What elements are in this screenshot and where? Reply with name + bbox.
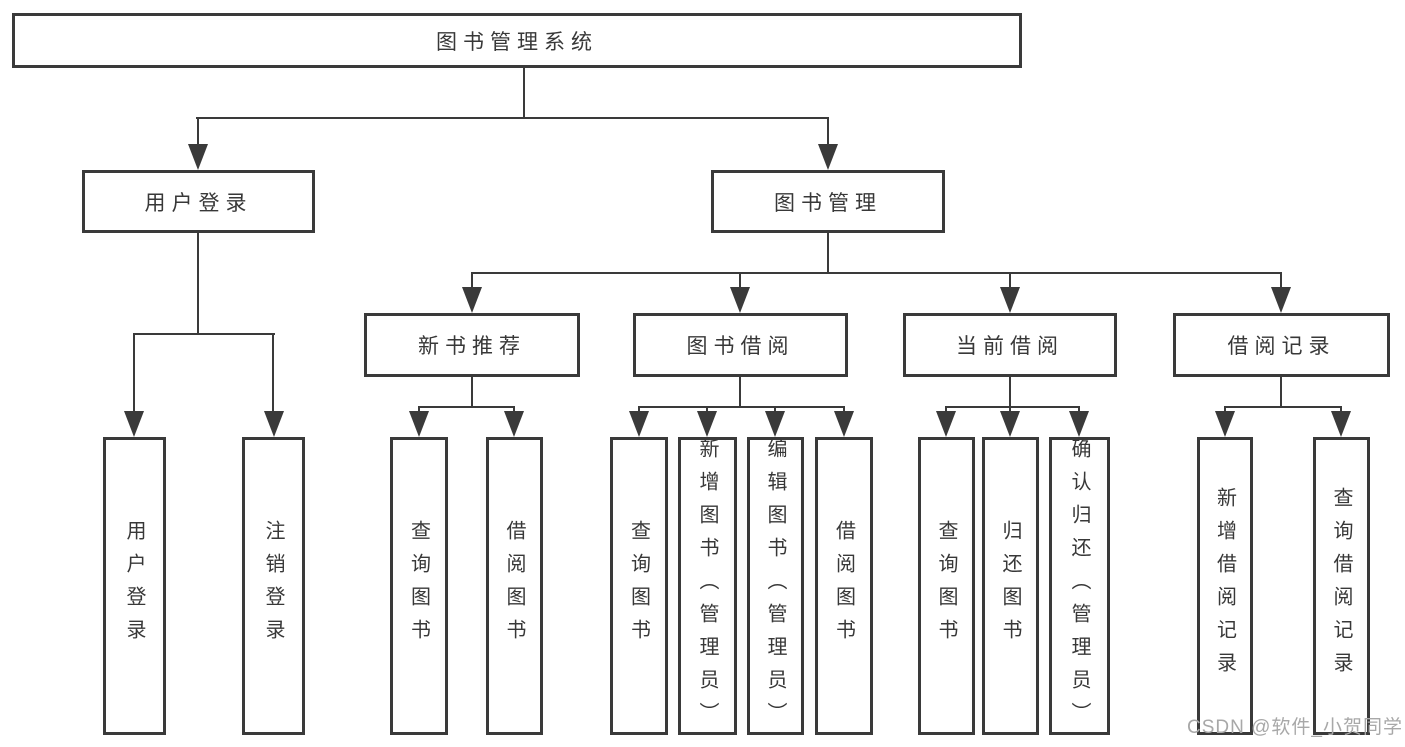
arrow-down-icon [1000, 411, 1020, 437]
connector-line [739, 272, 741, 292]
node-label: 确认归还（管理员） [1068, 437, 1090, 735]
node-query-borrow-record: 查询借阅记录 [1313, 437, 1370, 735]
node-label: 归还图书 [999, 520, 1021, 652]
connector-line [1224, 406, 1226, 415]
connector-line [843, 406, 845, 415]
connector-line [513, 406, 515, 415]
node-label: 图书借阅 [686, 335, 795, 358]
node-logout: 注销登录 [242, 437, 305, 735]
node-borrowing-records: 借阅记录 [1173, 313, 1390, 377]
arrow-down-icon [462, 287, 482, 313]
connector-line [1280, 272, 1282, 292]
connector-line [523, 68, 525, 119]
node-add-borrow-record: 新增借阅记录 [1197, 437, 1253, 735]
arrow-down-icon [834, 411, 854, 437]
connector-line [1280, 375, 1282, 408]
node-user-login: 用户登录 [82, 170, 315, 233]
node-current-borrowing: 当前借阅 [903, 313, 1117, 377]
connector-line [945, 406, 947, 415]
node-label: 查询图书 [935, 520, 957, 652]
arrow-down-icon [1000, 287, 1020, 313]
connector-line [1224, 406, 1342, 408]
connector-line [827, 117, 829, 149]
node-label: 借阅图书 [503, 520, 525, 652]
node-label: 图书管理 [774, 191, 882, 215]
connector-line [133, 333, 275, 335]
arrow-down-icon [409, 411, 429, 437]
connector-line [706, 406, 708, 415]
node-label: 用户登录 [123, 520, 145, 652]
node-label: 新增图书（管理员） [696, 437, 718, 735]
connector-line [272, 333, 274, 415]
node-query-books-current: 查询图书 [918, 437, 975, 735]
arrow-down-icon [697, 411, 717, 437]
arrow-down-icon [1069, 411, 1089, 437]
connector-line [1340, 406, 1342, 415]
connector-line [196, 117, 829, 119]
connector-line [1009, 272, 1011, 292]
node-label: 新增借阅记录 [1213, 487, 1236, 685]
node-user-login-leaf: 用户登录 [103, 437, 166, 735]
node-edit-books-admin: 编辑图书（管理员） [747, 437, 804, 735]
node-label: 编辑图书（管理员） [764, 437, 786, 735]
connector-line [827, 231, 829, 273]
node-return-books: 归还图书 [982, 437, 1039, 735]
arrow-down-icon [264, 411, 284, 437]
node-label: 借阅图书 [832, 520, 855, 652]
arrow-down-icon [936, 411, 956, 437]
node-label: 查询借阅记录 [1330, 487, 1352, 685]
node-add-books-admin: 新增图书（管理员） [678, 437, 737, 735]
connector-line [471, 272, 473, 292]
node-borrow-books-borrowing: 借阅图书 [815, 437, 873, 735]
arrow-down-icon [188, 144, 208, 170]
connector-line [638, 406, 845, 408]
node-library-management-system: 图书管理系统 [12, 13, 1022, 68]
node-book-management: 图书管理 [711, 170, 945, 233]
node-confirm-return-admin: 确认归还（管理员） [1049, 437, 1110, 735]
connector-line [1009, 375, 1011, 408]
connector-line [774, 406, 776, 415]
connector-line [133, 333, 135, 415]
connector-line [638, 406, 640, 415]
arrow-down-icon [730, 287, 750, 313]
arrow-down-icon [124, 411, 144, 437]
node-label: 当前借阅 [956, 335, 1064, 358]
connector-line [197, 117, 199, 149]
connector-line [1078, 406, 1080, 415]
connector-line [471, 375, 473, 408]
connector-line [197, 231, 199, 335]
node-borrow-books-recommend: 借阅图书 [486, 437, 543, 735]
node-label: 注销登录 [262, 520, 284, 652]
node-query-books-recommend: 查询图书 [390, 437, 448, 735]
node-new-book-recommendation: 新书推荐 [364, 313, 580, 377]
node-query-books-borrowing: 查询图书 [610, 437, 668, 735]
node-label: 查询图书 [407, 520, 430, 652]
node-label: 借阅记录 [1227, 335, 1336, 358]
node-book-borrowing: 图书借阅 [633, 313, 848, 377]
node-label: 图书管理系统 [436, 30, 598, 54]
node-label: 查询图书 [627, 520, 650, 652]
arrow-down-icon [629, 411, 649, 437]
connector-line [1009, 406, 1011, 415]
watermark: CSDN @软件_小贺同学 [1187, 717, 1403, 738]
arrow-down-icon [1331, 411, 1351, 437]
connector-line [945, 406, 1080, 408]
node-label: 新书推荐 [418, 335, 526, 358]
node-label: 用户登录 [144, 191, 253, 215]
arrow-down-icon [1271, 287, 1291, 313]
connector-line [739, 375, 741, 408]
arrow-down-icon [1215, 411, 1235, 437]
arrow-down-icon [504, 411, 524, 437]
connector-line [418, 406, 515, 408]
connector-line [471, 272, 1282, 274]
connector-line [418, 406, 420, 415]
arrow-down-icon [818, 144, 838, 170]
arrow-down-icon [765, 411, 785, 437]
